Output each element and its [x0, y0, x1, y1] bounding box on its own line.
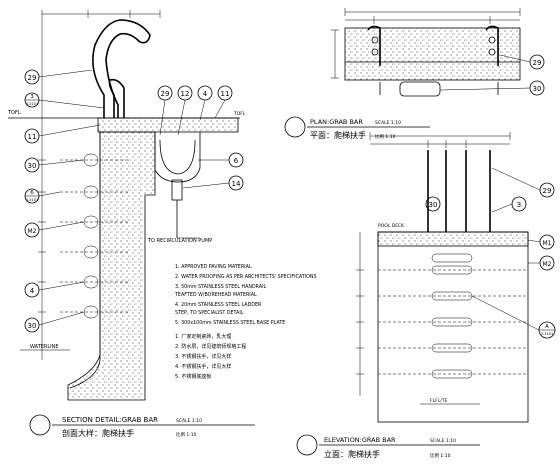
overflow-gutter	[154, 132, 201, 183]
note-line-cn: 1. 厂家定制瓷砖，乳大理	[175, 333, 231, 340]
pump-label: TO RECIRCULATION PUMP	[147, 238, 212, 244]
notes-block-cn: 1. 厂家定制瓷砖，乳大理 2. 防水层，详见建筑师规格工程 3. 不锈钢扶手，…	[175, 333, 246, 380]
elev-callout-a-sub: 3-3101	[541, 332, 553, 336]
elev-callout-29-label: 29	[543, 187, 552, 195]
plan-scale: SCALE 1:10	[375, 120, 401, 126]
section-detail-view: 29 3 3-3101 TOFL 11 30 6 3-3101 M2 4 30 …	[7, 10, 317, 438]
note-line-cn: 2. 防水层，详见建筑师规格工程	[175, 343, 246, 350]
plan-view: 29 30 PLAN:GRAB BAR SCALE 1:10 平面：爬梯扶手 比…	[284, 8, 545, 140]
note-line-cn: 3. 不锈钢扶手，详见大样	[175, 353, 231, 360]
callout-4-left-label: 4	[30, 287, 35, 295]
note-line: TEAFTED W/BOREHEAD MATERIAL	[174, 292, 257, 298]
elevation-view: POOL DECK FLFL/TE 30 3 29	[296, 132, 556, 459]
pooldeck-label: POOL DECK	[378, 223, 405, 229]
waterline-label: WATERLINE	[30, 344, 59, 350]
plan-callout-30-label: 30	[533, 85, 542, 93]
elev-title-cn: 立面：爬梯扶手	[324, 449, 380, 459]
section-scale-cn: 比例 1:10	[176, 431, 197, 438]
section-title-cn: 剖面大样：爬梯扶手	[62, 428, 134, 438]
section-title-bubble	[29, 414, 51, 436]
plan-rail-left	[367, 25, 381, 66]
callout-11-left-label: 11	[28, 133, 37, 141]
elev-scale-cn: 比例 1:10	[430, 452, 451, 459]
elev-title-bubble	[296, 434, 318, 456]
callout-29-left-label: 29	[28, 74, 37, 82]
elev-callout-30	[425, 196, 441, 212]
flfl-label: FLFL/TE	[430, 398, 447, 404]
ladder-steps	[60, 153, 130, 319]
elev-callout-m1-label: M1	[543, 240, 552, 247]
plan-title-en: PLAN:GRAB BAR	[310, 118, 363, 126]
handrail-tube	[92, 19, 151, 118]
pool-deck-slab	[97, 117, 239, 133]
elev-callout-a-label: A	[545, 324, 549, 330]
elev-scale: SCALE 1:10	[430, 438, 456, 444]
callout-30-left-lower-label: 30	[28, 322, 37, 330]
elev-callout-30-label: 30	[429, 201, 438, 209]
elev-title-en: ELEVATION:GRAB BAR	[324, 436, 396, 444]
callout-6-left-label: 6	[30, 190, 34, 196]
elev-callout-m2-label: M2	[543, 261, 552, 268]
callout-4-right-label: 4	[203, 90, 208, 98]
callout-3-left-sub: 3-3101	[26, 102, 38, 106]
callout-m2-left-label: M2	[28, 228, 37, 235]
callout-6-left-sub: 3-3101	[26, 198, 38, 202]
callout-30-left-label: 30	[28, 162, 37, 170]
tofl-label-right: TOFL	[233, 111, 246, 117]
plan-title-cn: 平面：爬梯扶手	[310, 130, 366, 140]
elev-callout-3-label: 3	[517, 201, 521, 209]
plan-title-bubble	[284, 116, 306, 138]
note-line: 5. 300x100mm STAINLESS STEEL BASE PLATE	[175, 320, 285, 326]
notes-block-en: 1. APPROVED PAVING MATERIAL 2. WATER PRO…	[174, 264, 317, 326]
callout-29-right-label: 29	[161, 90, 170, 98]
callout-12-label: 12	[181, 90, 190, 98]
pool-wall	[67, 131, 156, 401]
section-title-en: SECTION DETAIL:GRAB BAR	[62, 416, 158, 424]
callout-6-right-label: 6	[234, 157, 239, 165]
section-scale: SCALE 1:10	[176, 418, 202, 424]
drain-pipe	[171, 179, 183, 201]
elev-ladder-rungs	[378, 253, 528, 379]
note-line: 2. WATER PROOFING AS PER ARCHITECTS' SPE…	[175, 274, 317, 280]
note-line: STEP, TO SPECIALIST DETAIL	[175, 310, 244, 316]
plan-scale-cn: 比例 1:10	[375, 133, 396, 140]
note-line: 3. 50mm STAINLESS STEEL HANDRAIL	[175, 284, 267, 290]
plan-callout-29-label: 29	[533, 59, 542, 67]
callout-14-label: 14	[232, 180, 241, 188]
note-line-cn: 5. 不锈钢底座板	[175, 373, 211, 380]
elev-pool-tank	[377, 231, 529, 423]
note-line: 4. 20mm STAINLESS STEEL LADDER	[175, 302, 262, 308]
plan-rail-right	[485, 25, 499, 66]
plan-deck-slab	[344, 27, 521, 81]
elev-deck-band	[377, 231, 529, 247]
plan-step	[399, 81, 441, 97]
tofl-label: TOFL	[7, 110, 21, 116]
note-line: 1. APPROVED PAVING MATERIAL	[175, 264, 252, 270]
callout-3-left-label: 3	[30, 94, 34, 100]
note-line-cn: 4. 不锈钢扶手，详见大样	[175, 363, 231, 370]
callout-11-right-label: 11	[221, 90, 230, 98]
